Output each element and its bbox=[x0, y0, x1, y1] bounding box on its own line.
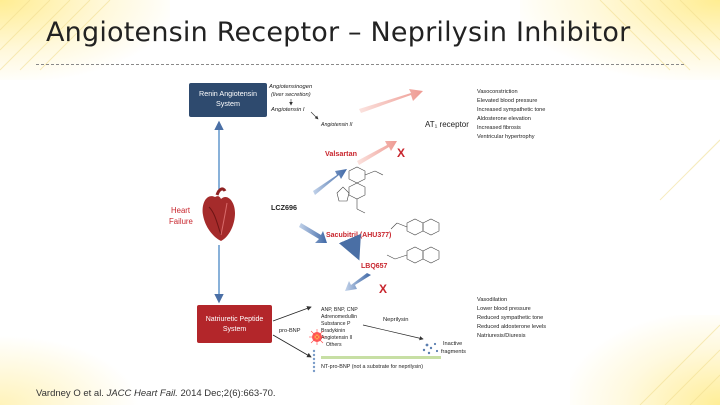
neprilysin-block-x: X bbox=[379, 282, 387, 296]
natriuretic-peptide-box bbox=[197, 305, 272, 343]
lbq657-label: LBQ657 bbox=[361, 263, 388, 270]
at1-effects-list: Vasoconstriction Elevated blood pressure… bbox=[477, 89, 545, 140]
cleavage-burst-icon bbox=[309, 329, 325, 345]
heart-failure-line1: Heart bbox=[171, 206, 191, 215]
citation-details: 2014 Dec;2(6):663-70. bbox=[177, 388, 276, 399]
sacubitril-label: Sacubitril (AHU377) bbox=[326, 232, 391, 239]
at1-effect-item: Aldosterone elevation bbox=[477, 116, 531, 122]
at1-receptor-label: AT₁ receptor bbox=[425, 120, 469, 129]
nt-pro-bnp-label: NT-pro-BNP (not a substrate for neprilys… bbox=[321, 364, 423, 370]
neprilysin-blue-arrow bbox=[345, 273, 371, 291]
inactive-fragments-line1: Inactive bbox=[443, 341, 462, 347]
nt-pro-bnp-bar bbox=[321, 356, 441, 359]
liver-secretion-label: (liver secretion) bbox=[271, 92, 311, 98]
mechanism-diagram: Renin Angiotensin System Natriuretic Pep… bbox=[169, 83, 546, 373]
peptide-item: Substance P bbox=[321, 321, 351, 327]
inactive-fragments-line2: fragments bbox=[441, 349, 466, 355]
pro-bnp-label: pro-BNP bbox=[279, 328, 301, 334]
peptide-item: Adrenomedullin bbox=[321, 314, 357, 320]
citation-journal: JACC Heart Fail. bbox=[106, 388, 178, 399]
slide-title: Angiotensin Receptor – Neprilysin Inhibi… bbox=[46, 17, 631, 48]
valsartan-molecule-icon bbox=[336, 166, 384, 214]
peptide-item: ANP, BNP, CNP bbox=[321, 307, 358, 313]
raas-label-line2: System bbox=[216, 99, 240, 108]
valsartan-block-x: X bbox=[397, 146, 405, 160]
np-effect-item: Reduced aldosterone levels bbox=[477, 324, 546, 330]
sacubitril-molecule-icon bbox=[390, 218, 440, 236]
at1-effect-item: Vasoconstriction bbox=[477, 89, 518, 95]
np-peptides-arrow bbox=[272, 306, 312, 322]
peptide-item: Bradykinin bbox=[321, 328, 345, 334]
valsartan-pink-arrow bbox=[357, 141, 397, 165]
at1-effect-item: Increased fibrosis bbox=[477, 125, 521, 131]
at1-effect-item: Increased sympathetic tone bbox=[477, 107, 545, 113]
angiotensinogen-label: Angiotensinogen bbox=[268, 84, 312, 90]
neprilysin-label: Neprilysin bbox=[383, 317, 408, 323]
natriuretic-peptide-list: ANP, BNP, CNP Adrenomedullin Substance P… bbox=[321, 307, 358, 348]
np-label-line2: System bbox=[223, 326, 247, 333]
np-label-line1: Natriuretic Peptide bbox=[206, 316, 264, 323]
at1-effect-item: Elevated blood pressure bbox=[477, 98, 537, 104]
sacubitril-blue-arrow bbox=[299, 223, 327, 243]
lbq657-arrow bbox=[338, 233, 361, 261]
valsartan-blue-arrow bbox=[313, 169, 347, 195]
lcz696-label: LCZ696 bbox=[271, 203, 297, 212]
background-corner-bottom-right bbox=[570, 315, 720, 405]
neprilysin-arrow bbox=[362, 324, 424, 341]
valsartan-label: Valsartan bbox=[325, 149, 357, 158]
peptide-item: Others bbox=[326, 342, 342, 348]
np-effect-item: Lower blood pressure bbox=[477, 306, 531, 312]
arni-mechanism-figure: Renin Angiotensin System Natriuretic Pep… bbox=[151, 75, 568, 385]
inactive-fragments-dots bbox=[422, 342, 439, 355]
np-effects-list: Vasodilation Lower blood pressure Reduce… bbox=[477, 297, 546, 339]
title-divider bbox=[36, 64, 684, 65]
np-probnp-arrow bbox=[272, 334, 312, 358]
raas-box bbox=[189, 83, 267, 117]
angiotensin-i-label: Angiotensin I bbox=[270, 107, 305, 113]
peptide-item: Angiotensin II bbox=[321, 335, 352, 341]
citation-authors: Vardney O et al. bbox=[36, 388, 107, 399]
np-effect-item: Natriuresis/Diuresis bbox=[477, 333, 526, 339]
heart-failure-line2: Failure bbox=[169, 217, 193, 226]
raas-label-line1: Renin Angiotensin bbox=[199, 89, 257, 98]
at1-effect-item: Ventricular hypertrophy bbox=[477, 134, 535, 140]
angiotensin-ii-label: Angiotensin II bbox=[320, 122, 353, 128]
lbq657-molecule-icon bbox=[386, 246, 440, 264]
heart-icon bbox=[202, 187, 235, 241]
peptide-chain-icon bbox=[312, 349, 316, 373]
at1-pink-arrow bbox=[359, 89, 423, 113]
np-effect-item: Vasodilation bbox=[477, 297, 507, 303]
np-effect-item: Reduced sympathetic tone bbox=[477, 315, 543, 321]
citation: Vardney O et al. JACC Heart Fail. 2014 D… bbox=[36, 388, 276, 399]
angiotensin-i-arrow bbox=[310, 111, 319, 120]
